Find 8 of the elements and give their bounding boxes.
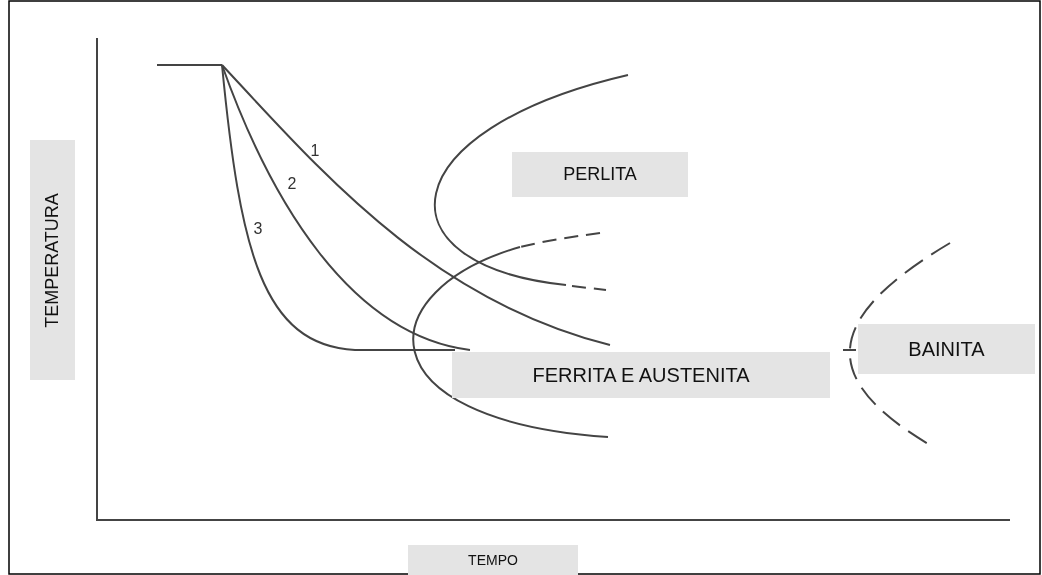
region-label: FERRITA E AUSTENITA [452, 352, 830, 398]
region-label: PERLITA [512, 152, 688, 197]
axis-label: TEMPERATURA [30, 140, 75, 380]
curve-number: 3 [252, 219, 264, 239]
region-label: BAINITA [858, 324, 1035, 374]
curve-number: 1 [309, 141, 321, 161]
axis-label: TEMPO [408, 545, 578, 575]
curve-number: 2 [286, 174, 298, 194]
